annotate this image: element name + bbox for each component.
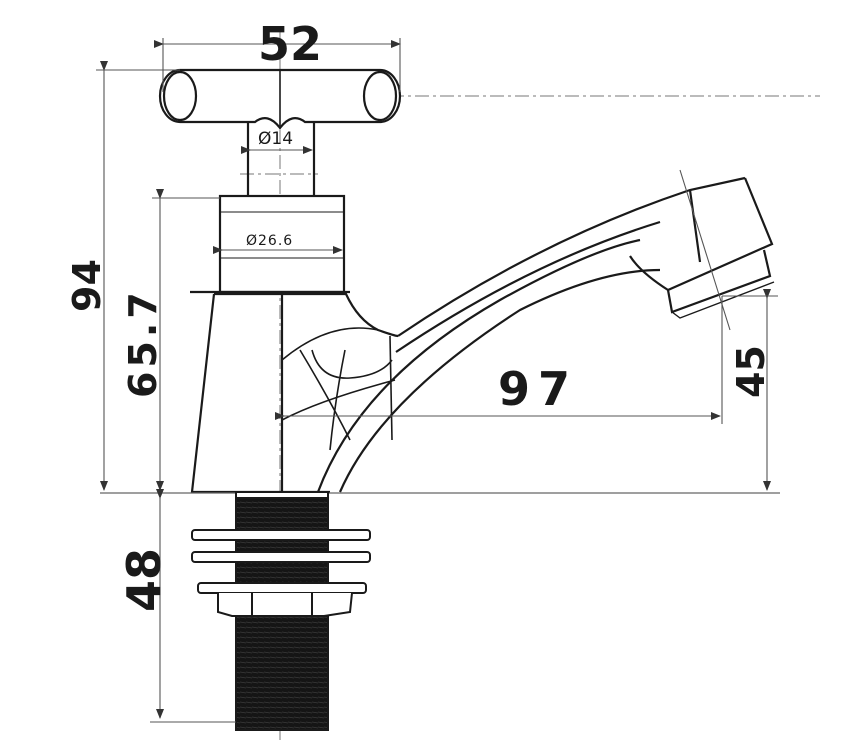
shank xyxy=(191,491,371,731)
dim-body-diameter: Ø26.6 xyxy=(246,233,293,249)
stem xyxy=(246,122,316,196)
handle xyxy=(158,68,402,130)
dim-body-height: 65.7 xyxy=(121,288,165,398)
dim-total-height: 94 xyxy=(65,259,109,312)
dim-shank-length: 48 xyxy=(117,548,171,612)
dim-handle-width: 52 xyxy=(258,17,322,71)
dim-spout-reach: 97 xyxy=(498,362,578,416)
dim-stem-diameter: Ø14 xyxy=(258,129,293,149)
dimension-lines xyxy=(96,38,778,723)
dim-spout-height: 45 xyxy=(729,345,773,398)
body xyxy=(190,176,775,494)
collar xyxy=(218,194,346,294)
